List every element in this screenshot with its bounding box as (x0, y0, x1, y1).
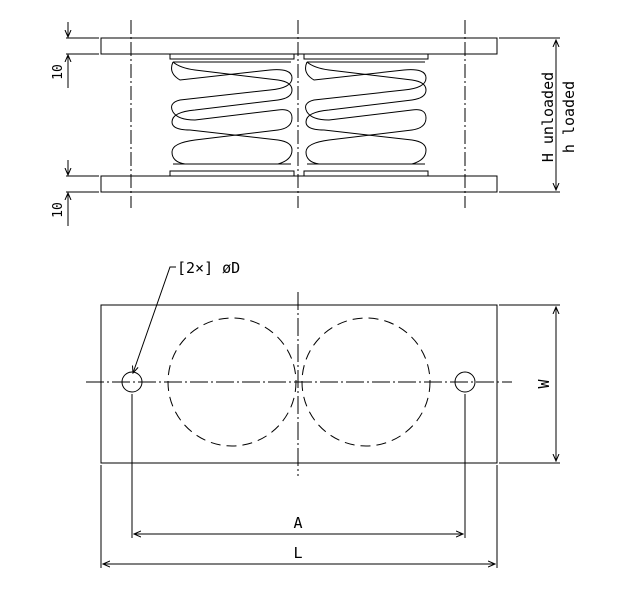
base-plate-outline (100, 304, 498, 464)
label-H-unloaded: H unloaded (539, 72, 557, 162)
right-coil-spring (305, 61, 427, 165)
dim-label-bottom-plate: 10 (51, 202, 66, 218)
label-A: A (293, 514, 302, 532)
label-W: W (535, 379, 553, 389)
hole-callout-leader (133, 266, 176, 373)
bottom-plate (100, 175, 498, 193)
top-plate (100, 37, 498, 55)
left-spring-top-seat (169, 53, 295, 60)
right-spring-bottom-seat (303, 170, 429, 177)
plan-view (86, 266, 560, 568)
right-spring-top-seat (303, 53, 429, 60)
hole-callout-label: [2×] øD (177, 259, 240, 277)
dim-label-top-plate: 10 (51, 64, 66, 80)
side-view (66, 20, 560, 226)
left-spring-bottom-seat (169, 170, 295, 177)
label-L: L (293, 544, 302, 562)
left-coil-spring (171, 61, 293, 165)
label-h-loaded: h loaded (560, 81, 578, 153)
